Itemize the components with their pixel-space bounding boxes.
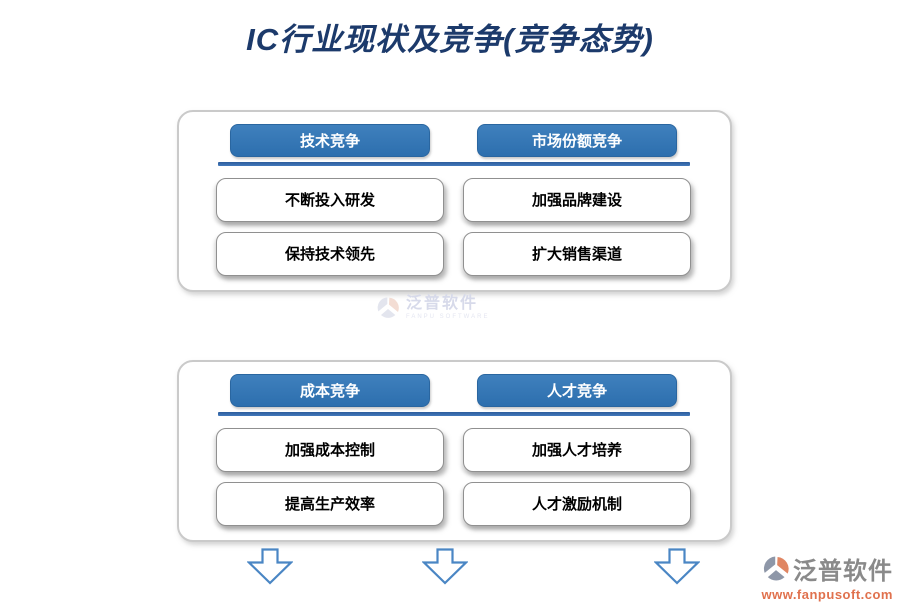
item-button: 不断投入研发 (216, 178, 444, 222)
watermark-brand-en: FANPU SOFTWARE (406, 314, 490, 320)
watermark-brand-name: 泛普软件 (406, 295, 479, 312)
competition-panel-bottom: 成本竞争 加强成本控制 提高生产效率 人才竞争 加强人才培养 人才激励机制 (177, 360, 732, 542)
fanpu-logo-icon (763, 556, 789, 581)
item-button: 提高生产效率 (216, 482, 444, 526)
item-button: 保持技术领先 (216, 232, 444, 276)
footer-brand-logo: 泛普软件 www.fanpusoft.com (745, 551, 893, 602)
footer-brand-url: www.fanpusoft.com (761, 587, 893, 602)
down-arrow-icon (422, 548, 468, 585)
column-technology-competition: 技术竞争 不断投入研发 保持技术领先 (216, 124, 444, 276)
footer-brand-name: 泛普软件 (793, 558, 893, 585)
divider-line (218, 412, 690, 416)
item-button: 加强人才培养 (463, 428, 691, 472)
watermark: 泛普软件 FANPU SOFTWARE (376, 296, 489, 320)
down-arrow-icon (654, 548, 700, 585)
column-market-share-competition: 市场份额竞争 加强品牌建设 扩大销售渠道 (463, 124, 691, 276)
item-button: 人才激励机制 (463, 482, 691, 526)
page-title: IC行业现状及竞争(竞争态势) (246, 22, 654, 57)
header-button: 成本竞争 (230, 374, 430, 407)
header-button: 市场份额竞争 (477, 124, 677, 157)
down-arrow-icon (247, 548, 293, 585)
column-talent-competition: 人才竞争 加强人才培养 人才激励机制 (463, 374, 691, 526)
item-button: 加强品牌建设 (463, 178, 691, 222)
column-cost-competition: 成本竞争 加强成本控制 提高生产效率 (216, 374, 444, 526)
header-button: 技术竞争 (230, 124, 430, 157)
competition-panel-top: 技术竞争 不断投入研发 保持技术领先 市场份额竞争 加强品牌建设 扩大销售渠道 (177, 110, 732, 292)
divider-line (218, 162, 690, 166)
fanpu-logo-icon (377, 297, 399, 318)
item-button: 加强成本控制 (216, 428, 444, 472)
item-button: 扩大销售渠道 (463, 232, 691, 276)
header-button: 人才竞争 (477, 374, 677, 407)
